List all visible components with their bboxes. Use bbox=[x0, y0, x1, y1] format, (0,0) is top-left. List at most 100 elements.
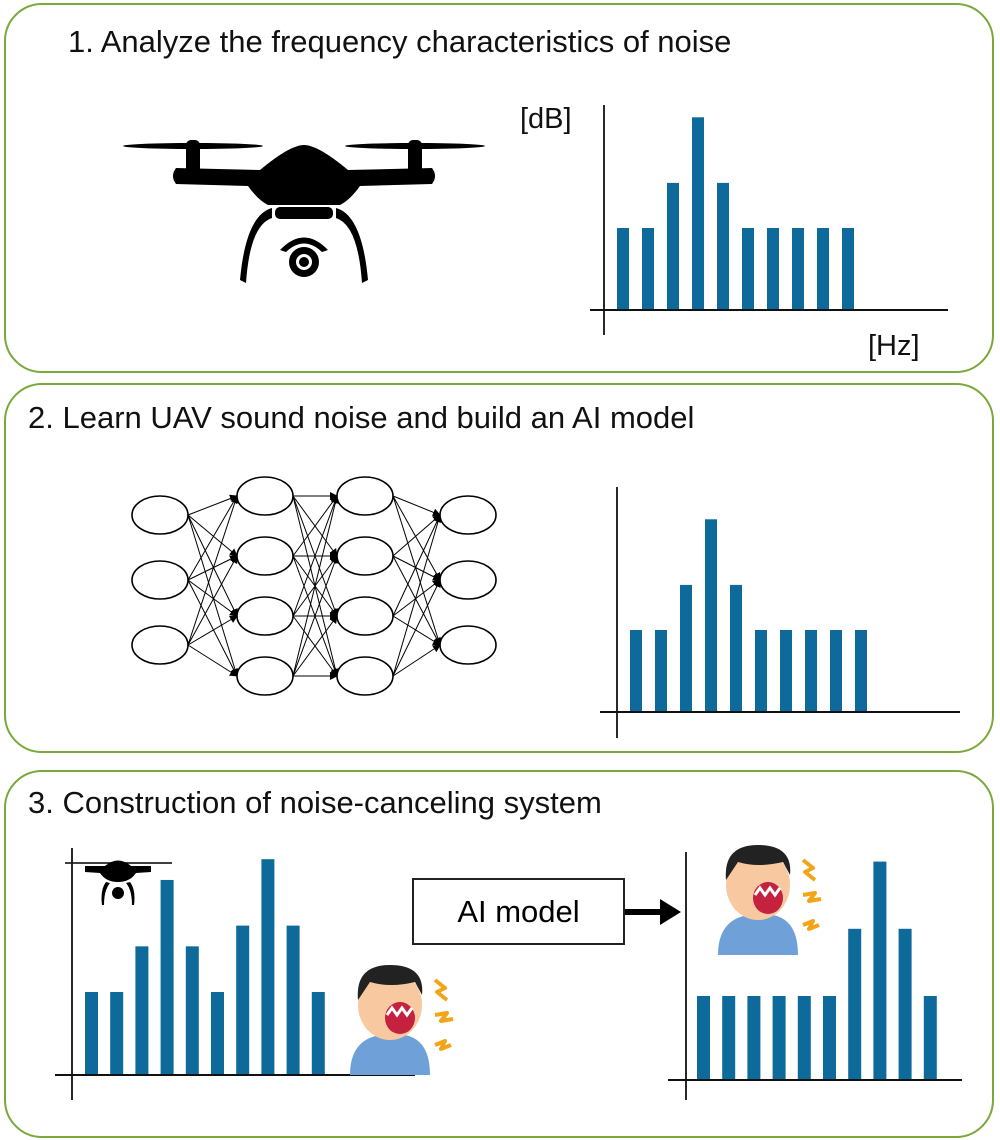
bar bbox=[185, 946, 199, 1075]
bar bbox=[805, 630, 817, 712]
bar bbox=[110, 992, 124, 1075]
bar bbox=[692, 117, 704, 310]
connection bbox=[187, 494, 238, 516]
connection bbox=[392, 555, 441, 646]
neuron-node bbox=[336, 596, 394, 636]
connection bbox=[187, 615, 238, 646]
connection bbox=[292, 555, 339, 677]
bar bbox=[767, 228, 779, 310]
canceled-spectrum-chart bbox=[668, 852, 962, 1100]
connection bbox=[187, 579, 238, 677]
bar bbox=[873, 861, 887, 1080]
mouth bbox=[753, 882, 783, 914]
neuron-node bbox=[236, 596, 294, 636]
connection bbox=[187, 514, 238, 557]
bar bbox=[817, 228, 829, 310]
bar bbox=[717, 182, 729, 310]
bar bbox=[747, 996, 761, 1080]
connection bbox=[292, 495, 338, 557]
x-axis-label: [Hz] bbox=[868, 330, 920, 362]
uav-noise-spectrum-chart bbox=[590, 105, 948, 335]
connection bbox=[292, 495, 340, 677]
neuron-node bbox=[336, 536, 394, 576]
neuron-node bbox=[439, 560, 497, 600]
connection bbox=[392, 514, 441, 617]
neuron-node bbox=[336, 656, 394, 696]
connection bbox=[392, 514, 441, 557]
panel-2-title: 2. Learn UAV sound noise and build an AI… bbox=[28, 400, 695, 435]
neuron-node bbox=[131, 495, 189, 535]
bar bbox=[160, 879, 174, 1075]
hair bbox=[725, 845, 791, 880]
bar bbox=[797, 996, 811, 1080]
bar bbox=[617, 228, 629, 310]
bar bbox=[855, 630, 867, 712]
connection bbox=[187, 579, 238, 617]
angry-person-illustration bbox=[718, 845, 822, 955]
bar bbox=[792, 228, 804, 310]
bar bbox=[211, 992, 224, 1075]
panel-3-title: 3. Construction of noise-canceling syste… bbox=[28, 785, 602, 820]
neural-network-diagram bbox=[131, 476, 497, 696]
bar bbox=[742, 228, 754, 310]
neuron-node bbox=[439, 625, 497, 665]
bar bbox=[261, 859, 275, 1075]
connection bbox=[392, 579, 441, 677]
connection bbox=[187, 644, 238, 677]
bar bbox=[772, 996, 786, 1080]
shirt bbox=[350, 1035, 430, 1075]
panel-1-title: 1. Analyze the frequency characteristics… bbox=[68, 24, 732, 59]
bar bbox=[823, 996, 836, 1080]
bar bbox=[286, 925, 300, 1075]
angry-person-illustration bbox=[350, 965, 454, 1075]
neuron-node bbox=[336, 476, 394, 516]
neuron-node bbox=[131, 560, 189, 600]
connection bbox=[392, 555, 441, 581]
learned-noise-spectrum-chart bbox=[600, 487, 960, 738]
panel-analyze bbox=[4, 3, 994, 373]
bar bbox=[848, 928, 862, 1080]
connection bbox=[392, 579, 441, 617]
ai-model-label: AI model bbox=[457, 893, 580, 929]
shirt bbox=[718, 915, 798, 955]
connection bbox=[392, 495, 441, 517]
connection bbox=[392, 495, 441, 581]
mouth bbox=[385, 1002, 415, 1034]
neuron-node bbox=[236, 536, 294, 576]
connection bbox=[187, 555, 238, 581]
bar bbox=[898, 928, 912, 1080]
bar bbox=[730, 584, 742, 712]
connection bbox=[392, 514, 442, 677]
shout-bolt bbox=[433, 978, 449, 1002]
bar bbox=[923, 996, 937, 1080]
hair bbox=[357, 965, 423, 1000]
y-axis-label: [dB] bbox=[520, 103, 572, 135]
connection bbox=[187, 514, 239, 677]
bar bbox=[655, 630, 667, 712]
shout-bolt bbox=[801, 858, 817, 882]
connection bbox=[187, 514, 238, 617]
connection bbox=[392, 495, 442, 646]
bar bbox=[680, 584, 692, 712]
mixed-spectrum-chart bbox=[55, 848, 415, 1100]
bar bbox=[630, 630, 642, 712]
bar bbox=[311, 992, 325, 1075]
bar bbox=[667, 182, 679, 310]
connection bbox=[187, 495, 238, 581]
connection bbox=[292, 495, 339, 617]
bar bbox=[755, 630, 767, 712]
arrow-icon bbox=[625, 899, 681, 925]
bar bbox=[722, 996, 736, 1080]
ai-model-box: AI model bbox=[412, 878, 625, 945]
connection bbox=[392, 615, 441, 646]
bar bbox=[85, 992, 98, 1075]
small-drone-icon bbox=[65, 860, 172, 905]
bar bbox=[642, 228, 654, 310]
connection bbox=[392, 644, 441, 677]
connection bbox=[187, 495, 239, 646]
connection bbox=[292, 615, 338, 677]
shout-bolt bbox=[802, 919, 820, 931]
connection bbox=[187, 555, 238, 646]
bar bbox=[830, 630, 842, 712]
